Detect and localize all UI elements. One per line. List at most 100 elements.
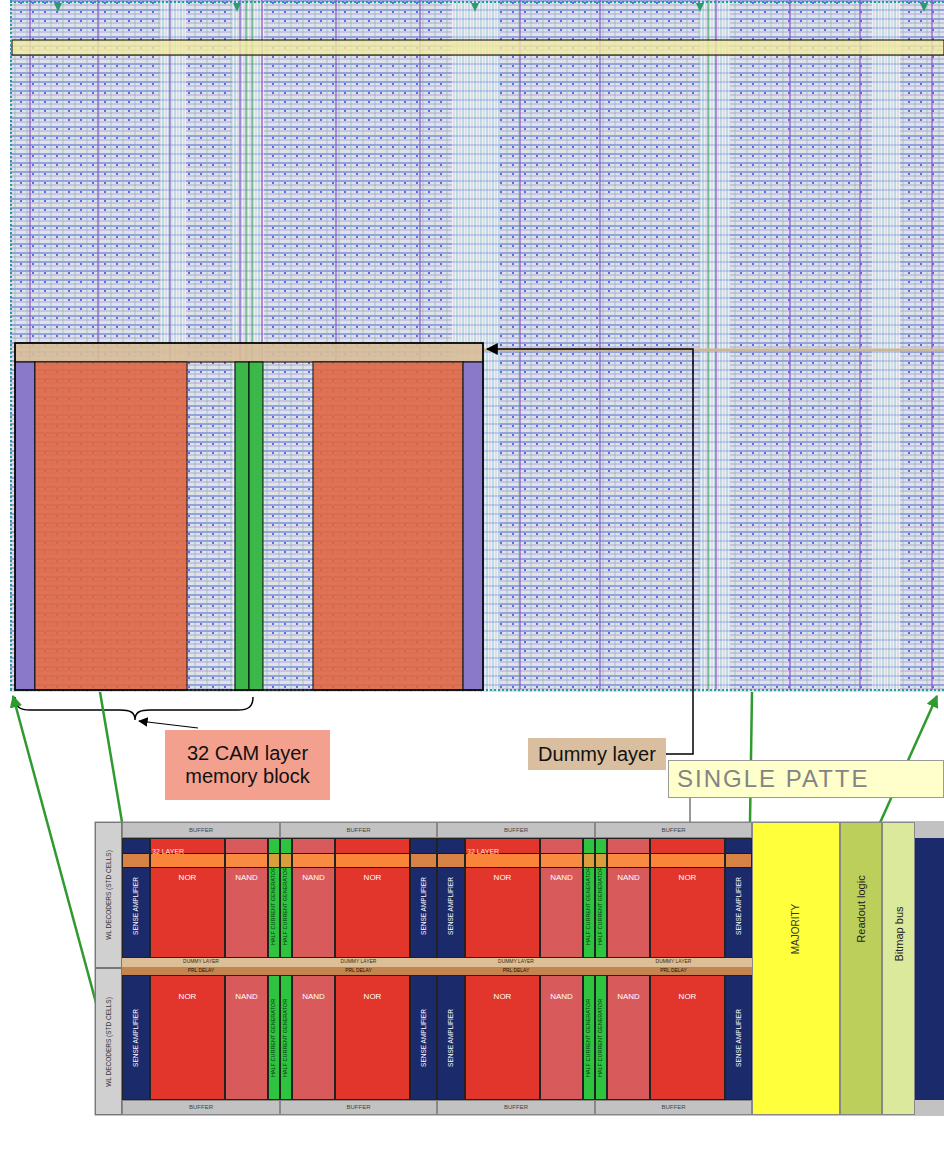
block-label: NOR: [494, 992, 512, 1001]
block-label: BUFFER: [662, 827, 686, 834]
sense-amplifier-block: SENSE AMPLIFIER: [725, 975, 752, 1100]
block-label: MAJORITY: [791, 903, 801, 954]
block-label: Bitmap bus: [893, 906, 904, 961]
pad-marker: [54, 3, 62, 12]
floorplan-frame: [95, 822, 944, 1115]
block-label: NAND: [235, 992, 258, 1001]
block-label: WL DECODERS (STD CELLS): [105, 850, 112, 940]
current-generator-block: HALF CURRENT GENERATOR: [268, 975, 280, 1100]
buffer-block: BUFFER: [437, 1100, 595, 1115]
pad-markers: [54, 3, 928, 12]
block-label: PRL DELAY: [122, 967, 280, 976]
nor-array-block: NOR: [150, 975, 225, 1100]
block-label: BUFFER: [504, 1104, 528, 1111]
block-label: NAND: [617, 992, 640, 1001]
buffer-block: BUFFER: [595, 822, 752, 838]
layout-area: [10, 0, 944, 692]
nand-array-block: NAND: [607, 838, 650, 958]
block-label: HALF CURRENT GENERATOR: [271, 998, 277, 1076]
block-label: SENSE AMPLIFIER: [448, 877, 455, 935]
current-generator-block: HALF CURRENT GENERATOR: [280, 838, 292, 958]
block-label: HALF CURRENT GENERATOR: [586, 867, 592, 945]
decoder-strip: [15, 362, 35, 690]
layout-edge: [10, 1, 944, 3]
nor-array-block: NOR: [650, 975, 725, 1100]
sense-amplifier-block: SENSE AMPLIFIER: [410, 838, 437, 958]
sense-amplifier-block: SENSE AMPLIFIER: [725, 838, 752, 958]
block-label: SENSE AMPLIFIER: [420, 877, 427, 935]
buffer-block: BUFFER: [122, 1100, 280, 1115]
pad-marker: [920, 3, 928, 12]
dummy-row: [12, 40, 944, 55]
nand-array-block: NAND: [225, 838, 268, 958]
zoom-line: [100, 692, 122, 822]
block-label: NOR: [179, 873, 197, 882]
nand-array-block: NAND: [292, 838, 335, 958]
buffer-block: BUFFER: [437, 822, 595, 838]
block-label: DUMMY LAYER: [437, 958, 595, 967]
nor-array-block: NOR: [335, 838, 410, 958]
layer-label: 32 LAYER: [467, 840, 499, 858]
delay-strip: DUMMY LAYERPRL DELAY: [280, 958, 437, 975]
block-label: DUMMY LAYER: [280, 958, 437, 967]
buffer-block: BUFFER: [280, 1100, 437, 1115]
block-label: SENSE AMPLIFIER: [133, 877, 140, 935]
block-label: SENSE AMPLIFIER: [735, 1009, 742, 1067]
signal-line: [708, 0, 709, 690]
nor-array-block: NOR: [650, 838, 725, 958]
power-line: [599, 0, 600, 690]
current-generator-block: HALF CURRENT GENERATOR: [583, 975, 595, 1100]
decoder-strip: [463, 362, 483, 690]
block-label: PRL DELAY: [280, 967, 437, 976]
block-label: NAND: [302, 873, 325, 882]
block-label: NAND: [302, 992, 325, 1001]
block-label: DUMMY LAYER: [595, 958, 752, 967]
nand-array-block: NAND: [607, 975, 650, 1100]
block-label: BUFFER: [347, 1104, 371, 1111]
sense-amplifier-block: SENSE AMPLIFIER: [410, 975, 437, 1100]
block-label: BUFFER: [189, 1104, 213, 1111]
power-line: [859, 0, 860, 690]
block-label: NOR: [494, 873, 512, 882]
current-generator-block: HALF CURRENT GENERATOR: [595, 975, 607, 1100]
block-label: BUFFER: [347, 827, 371, 834]
callout-box: SINGLE PATTE: [668, 760, 944, 798]
layout-column: [700, 0, 730, 692]
layer-label-text: 32 LAYER: [152, 848, 184, 855]
memory-block-outline: [15, 343, 483, 690]
block-label: NAND: [617, 873, 640, 882]
buffer-block: BUFFER: [595, 1100, 752, 1115]
power-line: [715, 0, 716, 690]
nor-array-block: NOR: [335, 975, 410, 1100]
block-label: NOR: [179, 992, 197, 1001]
block-label: NOR: [364, 873, 382, 882]
block-label: HALF CURRENT GENERATOR: [283, 998, 289, 1076]
block-label: SENSE AMPLIFIER: [448, 1009, 455, 1067]
buffer-block: BUFFER: [280, 822, 437, 838]
block-label: 32 CAM layer memory block: [173, 742, 322, 788]
nor-array-block: NOR: [465, 975, 540, 1100]
block-label: NAND: [235, 873, 258, 882]
nand-array-block: NAND: [225, 975, 268, 1100]
nand-array-block: NAND: [540, 838, 583, 958]
block-label: BUFFER: [662, 1104, 686, 1111]
cam-array-texture: [35, 362, 187, 690]
power-line: [931, 0, 932, 690]
zoom-line: [750, 692, 752, 822]
decoder-block: WL DECODERS (STD CELLS): [95, 822, 122, 968]
block-label: NOR: [364, 992, 382, 1001]
nand-array-block: NAND: [540, 975, 583, 1100]
pad-marker: [696, 3, 704, 12]
leader-line: [139, 721, 198, 728]
dummy-layer-bar: [15, 343, 483, 362]
power-line: [519, 0, 520, 690]
cam-array-texture: [313, 362, 463, 690]
current-generator-strip: [235, 362, 249, 690]
sense-amplifier-block: SENSE AMPLIFIER: [122, 838, 150, 958]
majority-block: MAJORITY: [752, 822, 840, 1115]
sense-amplifier-block: SENSE AMPLIFIER: [122, 975, 150, 1100]
layer-label: 32 LAYER: [152, 840, 184, 858]
buffer-strip: [915, 1100, 944, 1115]
block-label: Readout logic: [856, 875, 867, 942]
